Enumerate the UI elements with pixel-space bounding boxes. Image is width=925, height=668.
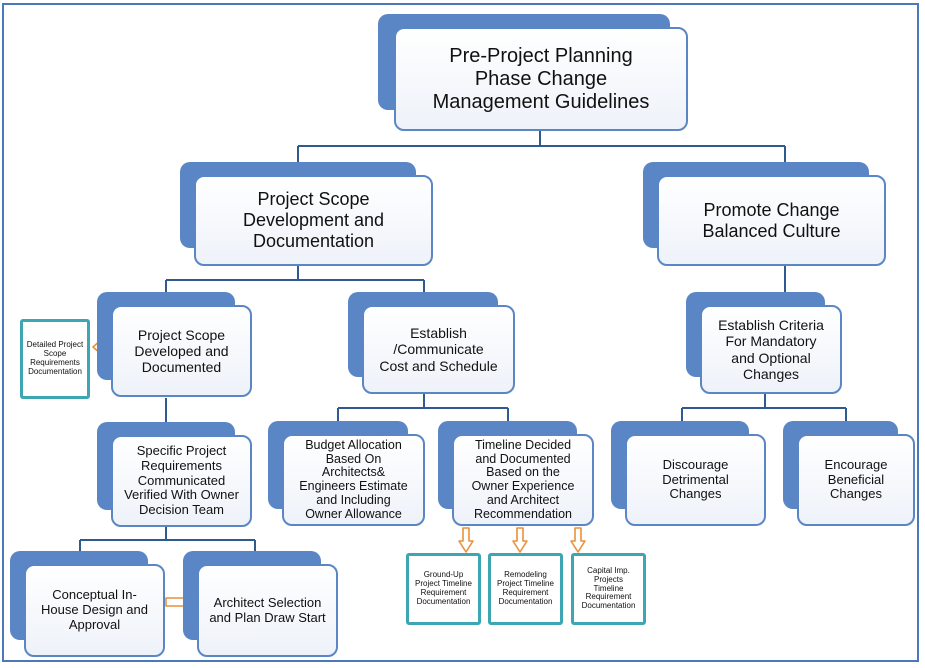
scope-developed-node: Project Scope Developed and Documented	[97, 292, 252, 397]
down-arrow-icon	[570, 527, 586, 553]
scope-developed-label: Project Scope Developed and Documented	[111, 305, 252, 397]
specific-reqs-node: Specific Project Requirements Communicat…	[97, 422, 252, 527]
connector-criteria	[681, 393, 847, 422]
criteria-node: Establish Criteria For Mandatory and Opt…	[686, 292, 842, 394]
connector-scope	[165, 265, 425, 293]
remodeling-note: Remodeling Project Timeline Requirement …	[488, 553, 563, 625]
connector-cost-schedule	[337, 393, 509, 422]
budget-label: Budget Allocation Based On Architects& E…	[282, 434, 425, 526]
scope-node: Project Scope Development and Documentat…	[180, 162, 433, 266]
root-node: Pre-Project Planning Phase Change Manage…	[378, 14, 688, 131]
down-arrow-icon	[512, 527, 528, 553]
ground-up-note: Ground-Up Project Timeline Requirement D…	[406, 553, 481, 625]
architect-node: Architect Selection and Plan Draw Start	[183, 551, 338, 657]
timeline-label: Timeline Decided and Documented Based on…	[452, 434, 594, 526]
budget-node: Budget Allocation Based On Architects& E…	[268, 421, 425, 526]
timeline-node: Timeline Decided and Documented Based on…	[438, 421, 594, 526]
root-label: Pre-Project Planning Phase Change Manage…	[394, 27, 688, 131]
down-arrow-icon	[458, 527, 474, 553]
encourage-label: Encourage Beneficial Changes	[797, 434, 915, 526]
cost-schedule-node: Establish /Communicate Cost and Schedule	[348, 292, 515, 394]
specific-reqs-label: Specific Project Requirements Communicat…	[111, 435, 252, 527]
discourage-node: Discourage Detrimental Changes	[611, 421, 766, 526]
architect-label: Architect Selection and Plan Draw Start	[197, 564, 338, 657]
detailed-scope-note: Detailed Project Scope Requirements Docu…	[20, 319, 90, 399]
capital-note: Capital Imp. Projects Timeline Requireme…	[571, 553, 646, 625]
conceptual-node: Conceptual In- House Design and Approval	[10, 551, 165, 657]
culture-label: Promote Change Balanced Culture	[657, 175, 886, 266]
criteria-label: Establish Criteria For Mandatory and Opt…	[700, 305, 842, 394]
encourage-node: Encourage Beneficial Changes	[783, 421, 915, 526]
cost-schedule-label: Establish /Communicate Cost and Schedule	[362, 305, 515, 394]
connector-root	[297, 130, 786, 164]
discourage-label: Discourage Detrimental Changes	[625, 434, 766, 526]
scope-label: Project Scope Development and Documentat…	[194, 175, 433, 266]
culture-node: Promote Change Balanced Culture	[643, 162, 886, 266]
conceptual-label: Conceptual In- House Design and Approval	[24, 564, 165, 657]
diagram-frame	[2, 3, 919, 662]
connector-specific-reqs	[79, 526, 256, 552]
